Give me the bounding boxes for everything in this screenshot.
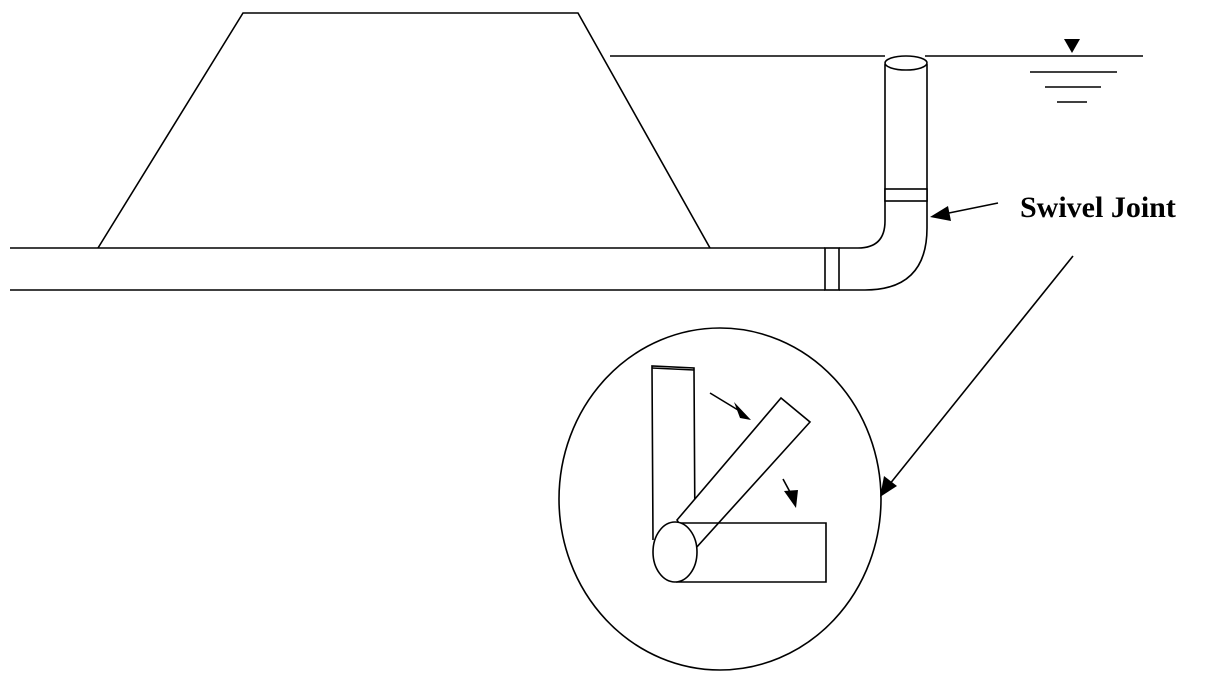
detail-circle bbox=[558, 327, 882, 671]
detail-horizontal-pipe bbox=[676, 522, 827, 583]
swivel-joint-collar bbox=[884, 188, 928, 202]
label-arrow bbox=[930, 202, 999, 221]
detail-pivot bbox=[652, 521, 698, 583]
rotation-arrow-2 bbox=[782, 478, 798, 508]
detail-vertical-pipe bbox=[651, 365, 696, 541]
rotation-arrow-1 bbox=[709, 392, 751, 420]
water-level-symbol bbox=[1030, 39, 1117, 103]
detail-arrow bbox=[880, 255, 1074, 497]
swivel-joint-label: Swivel Joint bbox=[1020, 191, 1176, 224]
riser-pipe-opening bbox=[884, 55, 928, 71]
detail-view bbox=[558, 327, 882, 671]
riser-pipe bbox=[839, 55, 928, 291]
outlet-pipe bbox=[10, 247, 840, 291]
detail-diagonal-pipe bbox=[676, 396, 812, 551]
water-level-triangle-icon bbox=[1064, 39, 1080, 53]
embankment bbox=[97, 12, 711, 249]
